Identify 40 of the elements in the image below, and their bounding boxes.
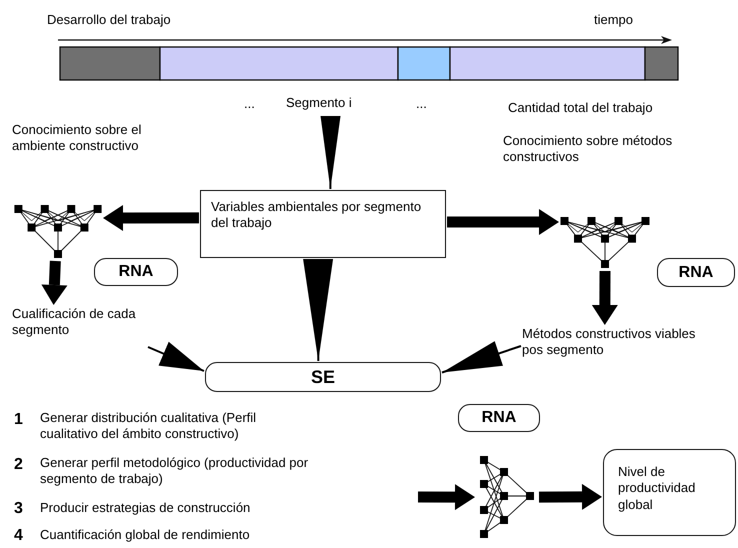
text-label: Conocimiento sobre el ambiente constructivo [12, 122, 142, 154]
list-number: 1 [14, 410, 24, 430]
node-label: RNA [678, 262, 714, 282]
node-text: Métodos constructivos viables pos segmento [522, 326, 696, 358]
node-label: Variables ambientales por segmento del trabajo [211, 199, 422, 232]
text-label: Generar perfil metodológico (productividad por segmento de trabajo) [40, 455, 310, 488]
list-number: 2 [14, 455, 24, 475]
node-text: Cualificación de cada segmento [12, 306, 137, 338]
node-label: RNA [482, 408, 516, 428]
arrow [320, 116, 341, 189]
list-number: 3 [14, 499, 24, 519]
text-label: Generar distribución cualitativa (Perfil cualitativo del ámbito constructivo) [40, 410, 258, 442]
node-text: Segmento i [286, 95, 353, 112]
node-label: RNA [118, 262, 154, 282]
text-label: ... [416, 96, 428, 112]
label-pill [205, 362, 441, 392]
process-box [200, 190, 446, 258]
node-label: SE [310, 366, 335, 388]
arrow [41, 260, 68, 305]
label-pill [657, 258, 735, 287]
arrow [592, 270, 618, 325]
text-label: Cantidad total del trabajo [508, 100, 654, 116]
text-label: tiempo [594, 12, 634, 28]
node-label: Nivel de productividad global [618, 464, 696, 513]
arrow [148, 342, 204, 372]
text-label: Cuantificación global de rendimiento [40, 527, 251, 544]
text-label: Desarrollo del trabajo [47, 12, 172, 28]
arrow [442, 341, 522, 374]
arrow [447, 208, 559, 235]
text-label: Conocimiento sobre métodos constructivos [503, 133, 674, 166]
arrow [103, 204, 199, 231]
result-box [603, 449, 736, 536]
arrow [418, 484, 475, 510]
list-number: 4 [14, 526, 24, 546]
arrow [538, 484, 602, 510]
label-pill [94, 258, 178, 286]
arrow [303, 258, 334, 361]
label-pill [458, 404, 540, 432]
text-label: Producir estrategias de construcción [40, 500, 252, 516]
text-label: ... [244, 96, 256, 112]
